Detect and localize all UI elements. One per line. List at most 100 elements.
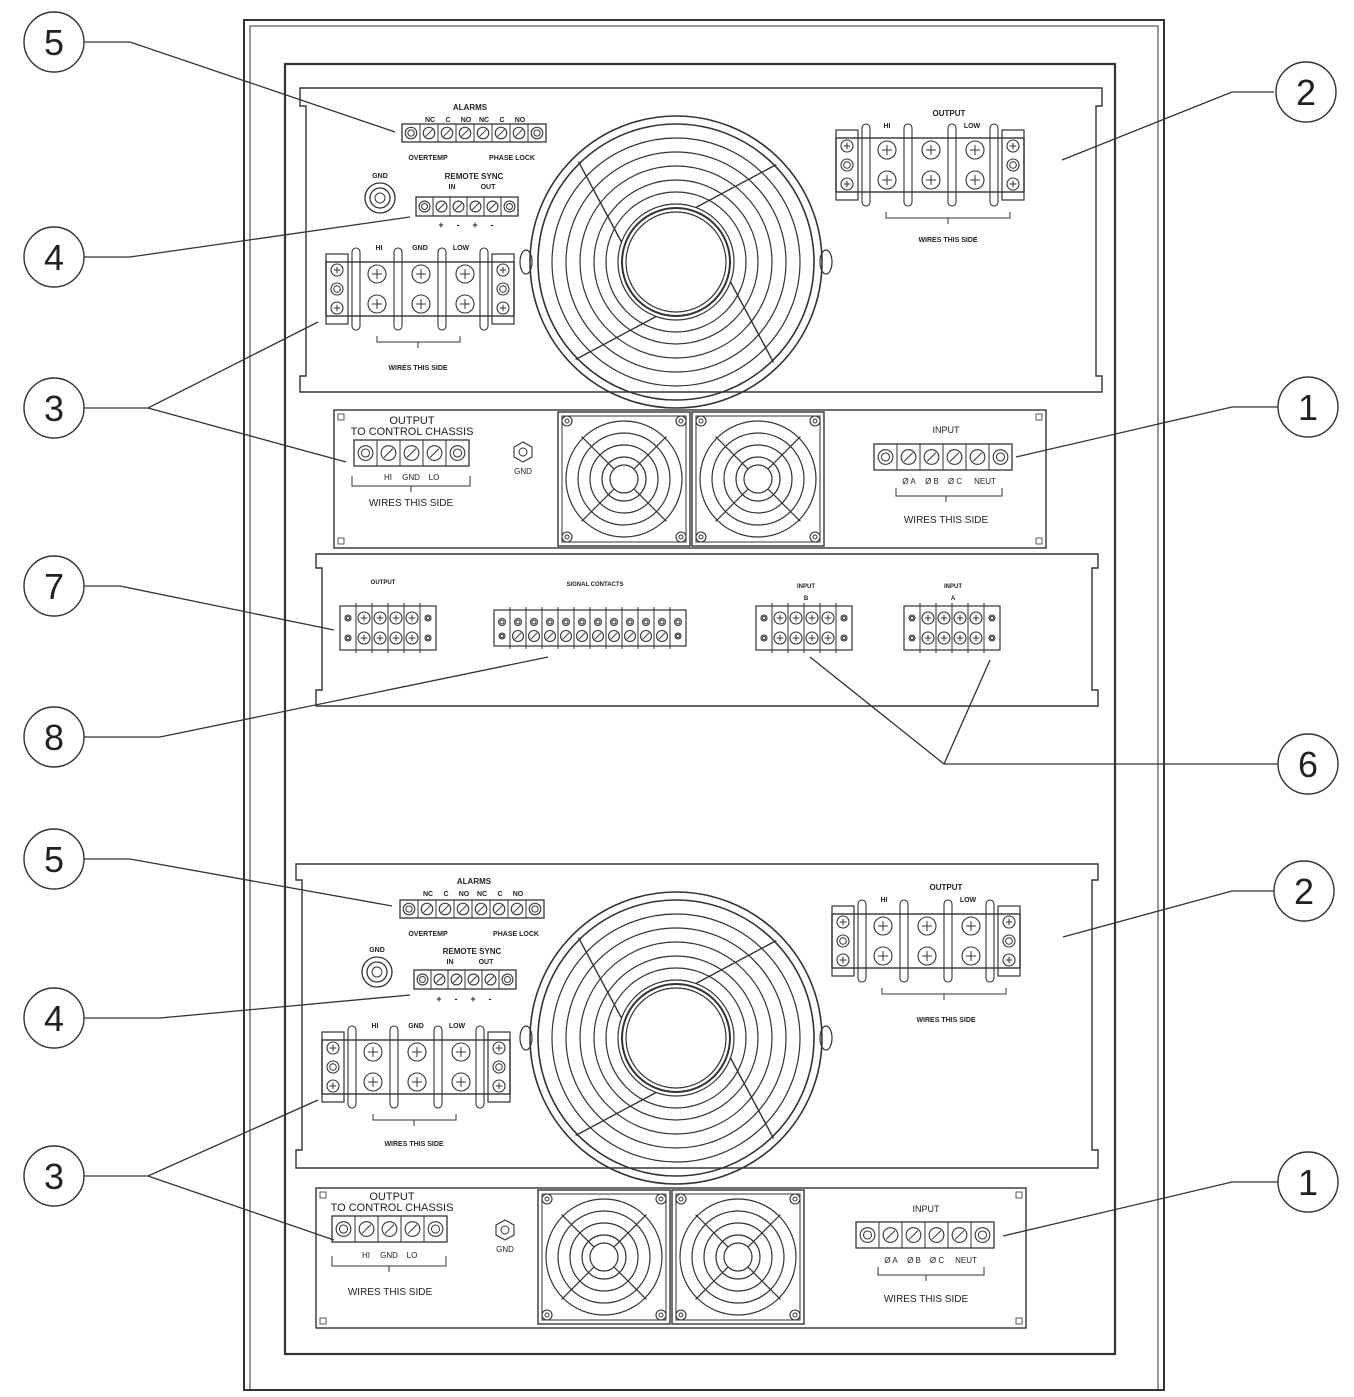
small-fan-icon [537,1189,671,1325]
screw-slot [977,1230,988,1240]
small-fan-guard-ring [703,1222,773,1292]
fan-guard-ring [579,941,773,1135]
screw-slot [530,632,538,640]
screw-slot [841,615,847,621]
callout-number: 5 [44,839,64,880]
screw-slot [761,635,767,641]
screw-icon [474,902,488,916]
wires-this-side-label: WIRES THIS SIDE [369,498,454,509]
fan-screw-icon [675,531,687,543]
leader-3b-bottom [147,1175,335,1241]
screw-icon [917,946,937,966]
screw-icon [435,200,448,213]
small-fan-guard-ring [723,1242,753,1272]
fan-screw-icon [675,1309,687,1321]
screw-icon [840,177,854,191]
callout-number: 1 [1298,387,1318,428]
screw-slot [562,632,570,640]
screw-icon [545,617,555,627]
screw-slot [471,202,480,211]
screw-icon [789,611,803,625]
screw-slot [843,161,851,169]
power-supply-chassis-bottom: OUTPUT TO CONTROL CHASSIS HI GND LO WIRE… [315,1187,1027,1329]
fan-screw-icon [675,1193,687,1205]
screw-icon [344,634,352,642]
amp-panel-outline [295,863,1099,1169]
screw-icon [476,126,490,140]
screw-slot [384,1224,395,1234]
screw-slot [461,129,469,137]
callout-number: 6 [1298,744,1318,785]
screw-slot [469,975,478,984]
alarm-pin-label: NC [423,891,433,898]
screw-slot [515,619,521,625]
screw-icon [639,629,653,643]
output-label: OUTPUT [933,109,966,118]
screw-slot [345,615,351,621]
screw-slot [499,285,507,293]
screw-icon [335,1221,352,1237]
screw-icon [969,631,983,645]
fan-mount-tab [519,1025,533,1051]
input-power-terminal-block [321,1025,511,1109]
sync-in-label: IN [447,959,454,966]
callout-number: 3 [44,1156,64,1197]
fan-guard-ring [579,165,773,359]
ctrl-output-terminal-block [339,603,437,653]
screw-icon [905,1227,922,1243]
screw-icon [380,445,397,461]
input-gnd-label: GND [408,1023,424,1030]
screw-icon [908,614,916,622]
screw-slot [499,633,505,639]
fan-screw-icon [541,1193,553,1205]
input-low-label: LOW [453,245,470,252]
alarm-pin-label: NC [479,117,489,124]
fan-screw-core [564,534,570,540]
amplifier-chassis-top: ALARMS NC C NO NC C NO OVERTEMP PHASE LO… [299,87,1103,409]
block-endcap [831,905,855,977]
screw-slot [595,619,601,625]
panel-corner [1015,1191,1023,1199]
sync-sign: - [489,994,492,1004]
screw-icon [367,264,387,284]
callout-number: 1 [1298,1162,1318,1203]
leader-1-top [1015,406,1278,458]
fan-screw-icon [541,1309,553,1321]
fan-screw-core [544,1312,550,1318]
screw-icon [411,264,431,284]
screw-icon [937,631,951,645]
ps-panel-outline [333,409,1047,549]
gnd-label: GND [369,947,385,954]
small-fan-guard-ring [691,1210,785,1304]
rack-rails [283,62,1117,1356]
leader-7 [84,585,335,631]
screw-icon [438,902,452,916]
fan-guard-ring [617,203,735,321]
wires-bracket [895,488,1003,497]
screw-slot [995,452,1006,462]
signal-contacts-terminal-block [493,607,687,649]
ps-input-terminal-strip [855,1221,995,1249]
panel-corner [319,1317,327,1325]
block-barrier [857,899,867,983]
control-panel-outline [315,553,1099,707]
ps-in-term-label: NEUT [974,477,996,486]
screw-slot [407,129,415,137]
input-hi-label: HI [376,245,383,252]
ctrl-output-label: OUTPUT [371,580,396,586]
leader-6a [809,656,1278,765]
screw-icon [882,1227,899,1243]
phase-lock-label: PHASE LOCK [489,155,535,162]
screw-icon [928,1227,945,1243]
screw-slot [658,632,666,640]
screw-icon [836,953,850,967]
screw-icon [577,617,587,627]
small-fan-inner-frame [561,415,687,543]
small-fan-frame [671,1189,805,1325]
screw-icon [496,282,510,296]
screw-slot [419,976,426,983]
screw-slot [533,129,541,137]
screw-icon [1002,915,1016,929]
screw-icon [496,263,510,277]
screw-icon [900,449,917,465]
